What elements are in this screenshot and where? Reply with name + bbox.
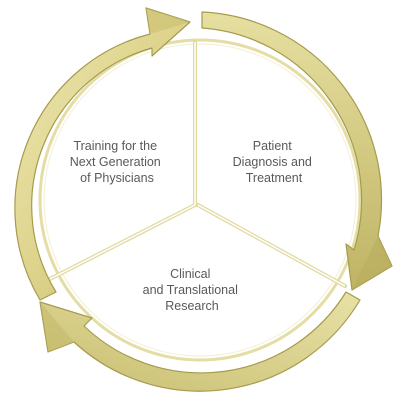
label-training-line-1: Training for the [73, 139, 157, 153]
label-research-line-2: and Translational [143, 283, 238, 297]
label-training-line-2: Next Generation [70, 155, 161, 169]
arrow-left-to-top [14, 7, 191, 301]
inner-disc-outline-inner [43, 43, 357, 357]
label-training: Training for the Next Generation of Phys… [70, 139, 165, 185]
label-patient: Patient Diagnosis and Treatment [233, 139, 316, 185]
label-research: Clinical and Translational Research [143, 267, 242, 313]
label-training-line-3: of Physicians [80, 171, 154, 185]
arrow-top-to-right [201, 11, 393, 291]
inner-disc-outline [38, 38, 362, 362]
label-research-line-3: Research [165, 299, 219, 313]
label-research-line-1: Clinical [170, 267, 210, 281]
label-patient-line-2: Diagnosis and [233, 155, 312, 169]
label-patient-line-1: Patient [253, 139, 292, 153]
arrow-bottom-to-left [39, 291, 361, 392]
segment-labels: Training for the Next Generation of Phys… [70, 139, 316, 313]
label-patient-line-3: Treatment [246, 171, 303, 185]
